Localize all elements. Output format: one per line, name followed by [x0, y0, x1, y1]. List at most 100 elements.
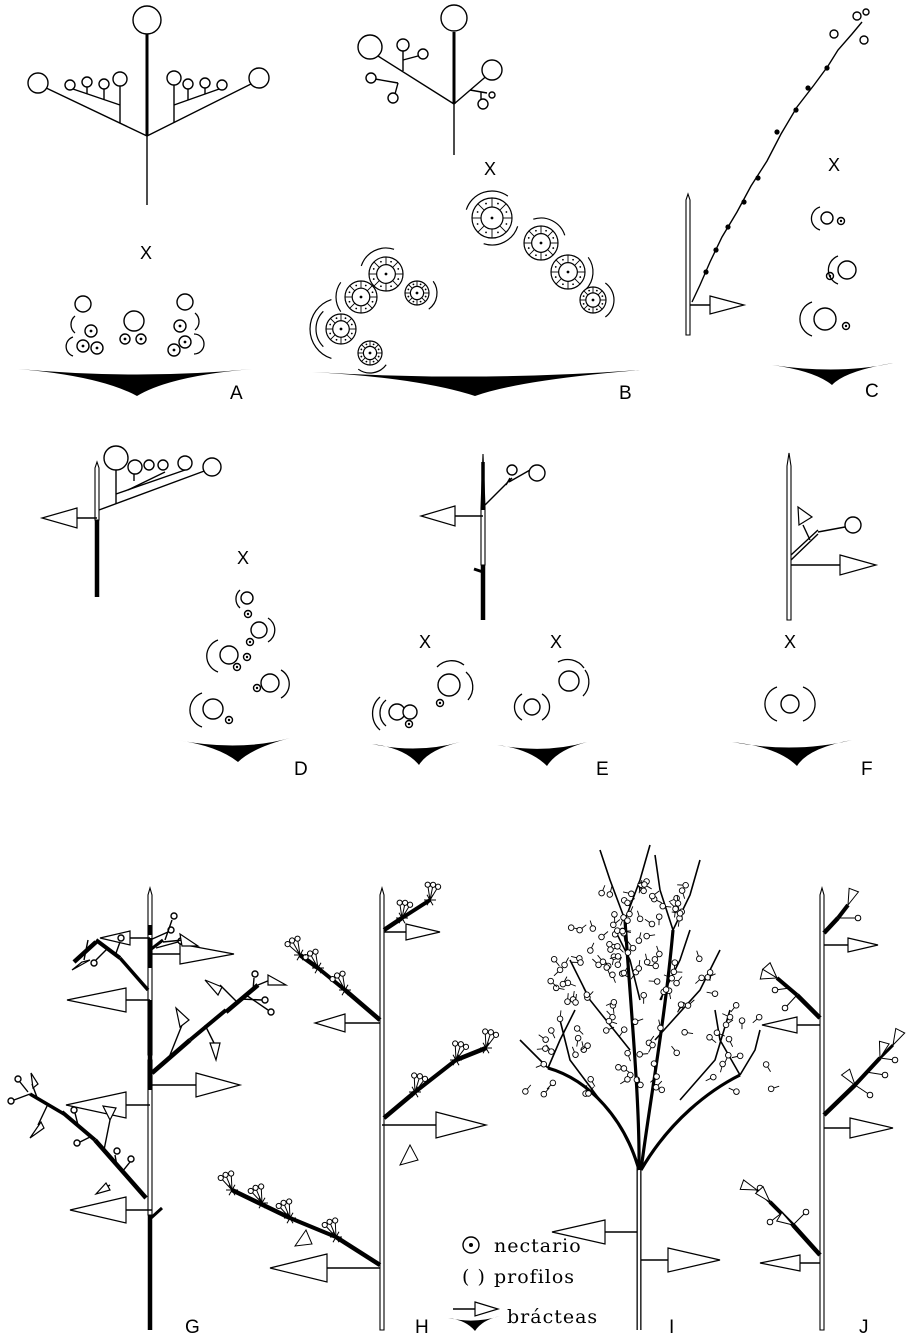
panel-c-cross: X	[828, 155, 840, 175]
stamen-dot	[601, 303, 603, 305]
panel-i-pedicel	[773, 1086, 779, 1088]
panel-j-flower	[782, 1005, 788, 1011]
panel-b-flower	[336, 281, 377, 313]
panel-i-flower	[610, 922, 616, 928]
prophyll-arc	[429, 281, 437, 309]
stamen-dot	[420, 301, 422, 303]
panel-h-pedicel	[335, 1223, 336, 1237]
panel-c-floral-diagram	[800, 207, 856, 336]
panel-i-flower	[606, 1018, 612, 1024]
stamen-dot	[351, 324, 353, 326]
panel-b-flower	[358, 341, 386, 373]
panel-i-pedicel	[591, 943, 593, 948]
stamen-dot	[397, 278, 399, 280]
panel-i-flower	[674, 1050, 680, 1056]
stamen-dot	[329, 333, 331, 335]
stamen-dot	[562, 283, 564, 285]
panel-i-flower	[756, 1014, 762, 1020]
panel-h-flower	[322, 1222, 327, 1227]
panel-f-label: F	[861, 759, 873, 780]
panel-i-flower	[674, 980, 680, 986]
panel-h-flower	[397, 900, 402, 905]
stamen-dot	[378, 356, 380, 358]
panel-h-flower	[488, 1030, 493, 1035]
legend-bracteas: brácteas	[448, 1302, 598, 1331]
panel-h-flower	[327, 1219, 332, 1224]
panel-i-flower	[733, 1003, 739, 1009]
panel-i-pedicel	[639, 932, 640, 938]
panel-i-flower	[677, 911, 683, 917]
panel-i-flower	[671, 969, 677, 975]
stamen-dot	[506, 223, 508, 225]
panel-i-flower	[637, 1052, 643, 1058]
panel-j-flower	[892, 1057, 898, 1063]
panel-i-flower	[604, 965, 610, 971]
panel-h-flower	[436, 884, 441, 889]
panel-h-flower	[289, 938, 294, 943]
panel-i-pedicel	[730, 1041, 733, 1046]
panel-i-pedicel	[527, 1085, 531, 1090]
panel-a-branching-diagram	[28, 6, 269, 205]
panel-i-pedicel	[539, 1035, 544, 1038]
panel-i-flower	[578, 960, 584, 966]
panel-i-pedicel	[582, 1041, 583, 1047]
panel-j: J	[757, 888, 893, 1338]
panel-i-pedicel	[720, 1066, 722, 1072]
panel-h-flower	[412, 1073, 417, 1078]
panel-i-flower	[763, 1062, 769, 1068]
panel-i-flower	[656, 914, 662, 920]
panel-j-bracteole	[842, 1069, 855, 1085]
panel-i-pedicel	[650, 1036, 654, 1041]
panel-c: X C	[686, 9, 893, 402]
stamen-dot	[579, 276, 581, 278]
panel-a-label: A	[230, 383, 243, 404]
panel-c-branching-diagram	[686, 9, 869, 335]
stamen-dot	[545, 254, 547, 256]
stamen-dot	[329, 324, 331, 326]
panel-i-pedicel	[628, 1055, 630, 1061]
panel-i-flower	[641, 992, 647, 998]
panel-i-flower	[636, 966, 642, 972]
panel-h-flower	[402, 900, 407, 905]
panel-i-pedicel	[728, 1020, 733, 1023]
stamen-dot	[528, 247, 530, 249]
panel-i-pedicel	[731, 1007, 735, 1012]
panel-i-pedicel	[646, 954, 647, 960]
panel-e-floral-diagram-right	[514, 660, 588, 720]
panel-i-flower	[541, 1061, 547, 1067]
panel-i-flower	[644, 933, 650, 939]
panel-i-flower	[632, 1019, 638, 1025]
stamen-dot	[360, 349, 362, 351]
panel-e-floral-diagram-left	[373, 661, 473, 730]
panel-a-floral-diagram	[66, 294, 204, 356]
panel-i-flower	[642, 882, 648, 888]
panel-i-pedicel	[711, 1039, 716, 1043]
panel-h-flower	[425, 882, 430, 887]
panel-i-pedicel	[568, 993, 569, 999]
panel-j-bracteole	[848, 888, 858, 905]
panel-a-bract	[18, 369, 252, 396]
panel-h-flower	[330, 977, 335, 982]
panel-i-pedicel	[621, 920, 623, 926]
stamen-dot	[477, 223, 479, 225]
panel-h-bracteole	[297, 955, 300, 960]
panel-i-flower	[683, 882, 689, 888]
panel-i-flower	[551, 956, 557, 962]
panel-j-bracteole	[893, 1028, 905, 1045]
panel-i-flower	[636, 938, 642, 944]
panel-i-pedicel	[669, 899, 674, 901]
stamen-dot	[378, 349, 380, 351]
panel-i-flower	[625, 950, 631, 956]
panel-i-pedicel	[613, 1008, 614, 1014]
panel-e-cross-right: X	[550, 632, 562, 652]
panel-i-branch	[600, 850, 625, 920]
panel-i-pedicel	[554, 972, 558, 976]
panel-i-pedicel	[647, 965, 653, 966]
panel-d-cross: X	[237, 548, 249, 568]
panel-b-flower	[466, 191, 517, 245]
panel-i-flower	[599, 934, 605, 940]
panel-i-pedicel	[645, 919, 650, 922]
panel-i-flower	[678, 1002, 684, 1008]
stamen-dot	[588, 308, 590, 310]
panel-h-bracteole	[486, 1048, 489, 1053]
